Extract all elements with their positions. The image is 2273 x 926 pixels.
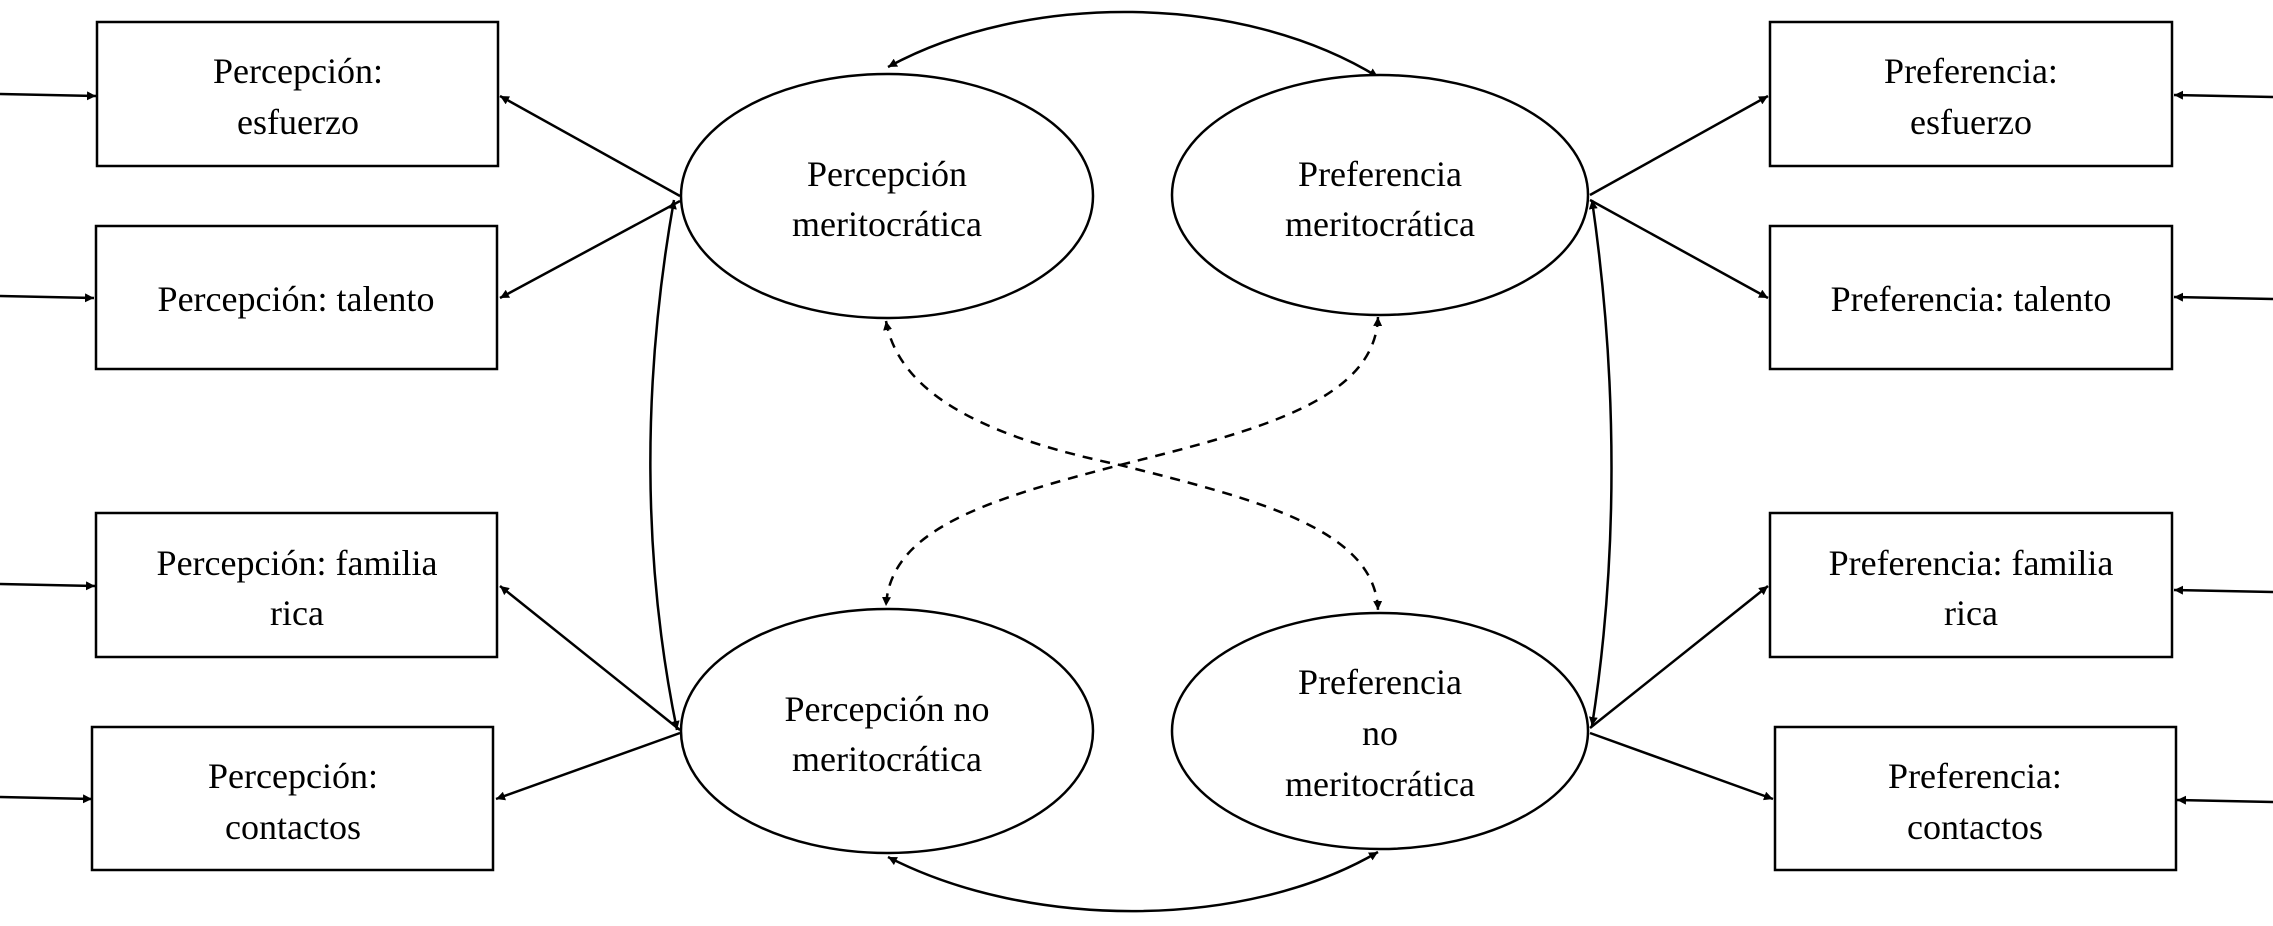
latent-label-line: meritocrática xyxy=(1285,764,1475,804)
residual-arrow-pref-familia xyxy=(2173,585,2273,595)
loading-pref-merit-esfuerzo xyxy=(1589,94,1769,197)
residual-arrow-pref-contactos xyxy=(2176,795,2273,805)
indicator-label-line: Preferencia: talento xyxy=(1831,279,2112,319)
indicator-pref-familia: Preferencia: familia rica xyxy=(1768,511,2174,659)
covariance-bottom xyxy=(887,850,1379,913)
indicator-label-line: Percepción: talento xyxy=(158,279,435,319)
loading-perc-nomerit-familia xyxy=(499,585,681,731)
indicator-label-line: rica xyxy=(1944,593,1998,633)
indicator-label-line: contactos xyxy=(1907,807,2043,847)
covariance-left xyxy=(649,199,680,731)
loading-pref-merit-talento xyxy=(1589,198,1769,300)
latent-label-line: Percepción no xyxy=(785,689,990,729)
latent-perc-merit: Percepción meritocrática xyxy=(679,72,1095,320)
latent-pref-merit: Preferencia meritocrática xyxy=(1170,73,1590,317)
latent-label-line: no xyxy=(1362,713,1398,753)
residual-arrow-perc-esfuerzo xyxy=(0,91,97,101)
indicator-label-line: Preferencia: familia xyxy=(1829,543,2114,583)
indicator-label-line: contactos xyxy=(225,807,361,847)
latent-label-line: Preferencia xyxy=(1298,662,1462,702)
covariance-top xyxy=(887,10,1379,79)
covariance-dashed-perc-merit-pref-nomerit xyxy=(883,320,1383,611)
latent-label-line: Percepción xyxy=(807,154,967,194)
indicator-label-line: Percepción: xyxy=(213,51,383,91)
indicator-perc-familia: Percepción: familia rica xyxy=(94,511,499,659)
loading-perc-merit-talento xyxy=(499,199,681,300)
latent-label-line: meritocrática xyxy=(1285,204,1475,244)
covariance-dashed-pref-merit-perc-nomerit xyxy=(881,316,1383,607)
indicator-pref-talento: Preferencia: talento xyxy=(1768,224,2174,371)
indicator-boxes: Percepción: esfuerzo Percepción: talento… xyxy=(90,20,2178,872)
indicator-label-line: Preferencia: xyxy=(1884,51,2058,91)
residual-arrow-perc-talento xyxy=(0,293,95,303)
loading-perc-nomerit-contactos xyxy=(495,731,681,801)
loading-perc-merit-esfuerzo xyxy=(499,94,681,198)
indicator-perc-contactos: Percepción: contactos xyxy=(90,725,495,872)
indicator-label-line: rica xyxy=(270,593,324,633)
latent-label-line: Preferencia xyxy=(1298,154,1462,194)
covariance-right xyxy=(1588,199,1613,727)
latent-factors: Percepción meritocrática Preferencia mer… xyxy=(679,72,1590,855)
edges xyxy=(0,10,2273,913)
indicator-label-line: Preferencia: xyxy=(1888,756,2062,796)
latent-label-line: meritocrática xyxy=(792,739,982,779)
residual-arrow-pref-esfuerzo xyxy=(2173,90,2273,100)
indicator-perc-esfuerzo: Percepción: esfuerzo xyxy=(95,20,500,168)
loading-pref-nomerit-familia xyxy=(1589,585,1769,729)
indicator-label-line: Percepción: xyxy=(208,756,378,796)
residual-arrow-perc-familia xyxy=(0,581,96,591)
latent-perc-nomerit: Percepción no meritocrática xyxy=(679,607,1095,855)
latent-pref-nomerit: Preferencia no meritocrática xyxy=(1170,611,1590,851)
residual-arrow-pref-talento xyxy=(2173,292,2273,302)
indicator-label-line: esfuerzo xyxy=(1910,102,2032,142)
indicator-label-line: Percepción: familia xyxy=(157,543,438,583)
indicator-label-line: esfuerzo xyxy=(237,102,359,142)
loading-pref-nomerit-contactos xyxy=(1589,731,1774,801)
indicator-pref-esfuerzo: Preferencia: esfuerzo xyxy=(1768,20,2174,168)
indicator-pref-contactos: Preferencia: contactos xyxy=(1773,725,2178,872)
residual-arrow-perc-contactos xyxy=(0,794,93,804)
indicator-perc-talento: Percepción: talento xyxy=(94,224,499,371)
latent-label-line: meritocrática xyxy=(792,204,982,244)
